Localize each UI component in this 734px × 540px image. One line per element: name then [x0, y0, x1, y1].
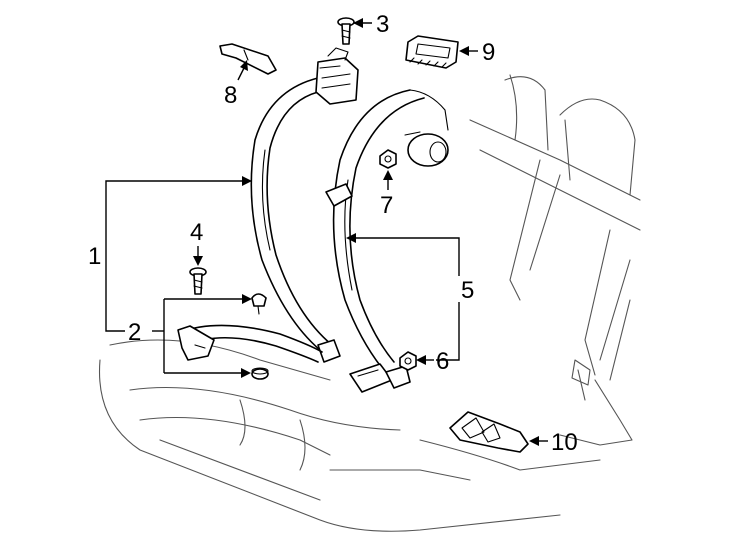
bolt-3: [337, 17, 355, 45]
callout-3: 3: [376, 11, 389, 38]
nut-6: [399, 351, 417, 371]
bolt-4: [189, 267, 207, 295]
callout-8: 8: [224, 82, 237, 109]
callout-2: 2: [128, 319, 141, 346]
callout-6: 6: [436, 348, 449, 375]
callout-4: 4: [190, 219, 203, 246]
callout-9: 9: [482, 39, 495, 66]
lap-belt: [177, 293, 323, 380]
leader-lines: [105, 18, 548, 446]
callout-1: 1: [88, 243, 101, 270]
callout-5: 5: [461, 277, 474, 304]
nut-7: [379, 149, 397, 169]
rear-belt-assembly: [325, 89, 449, 393]
rear-seat-outline: [98, 74, 641, 532]
front-belt-assembly: [250, 47, 359, 363]
cover-9: [405, 35, 459, 69]
callout-10: 10: [551, 429, 578, 456]
buckle-10: [449, 411, 529, 453]
callout-7: 7: [380, 192, 393, 219]
bracket-8: [219, 43, 277, 75]
